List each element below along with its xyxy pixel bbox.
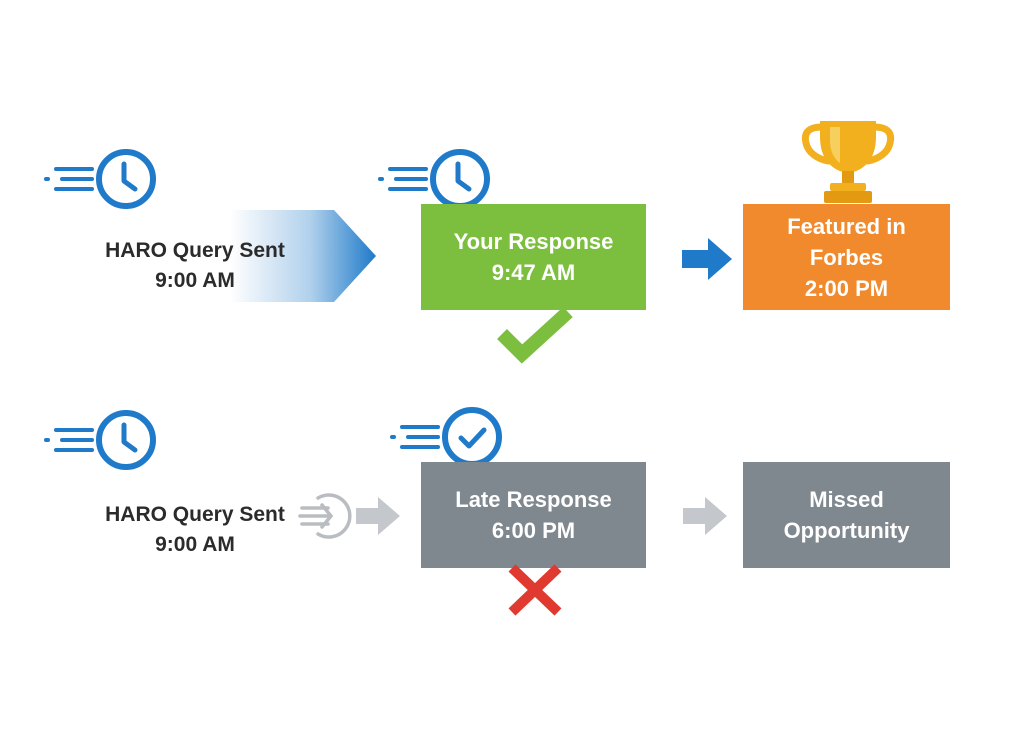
featured-text-line1: Featured in xyxy=(787,213,906,239)
fast-clock-icon xyxy=(44,410,156,470)
check-clock-icon xyxy=(390,407,502,467)
x-mark-icon xyxy=(508,564,562,616)
featured-result-box: Featured in Forbes 2:00 PM xyxy=(743,204,950,310)
missed-text-line2: Opportunity xyxy=(783,518,910,543)
featured-text-line2: Forbes xyxy=(809,244,884,270)
query-sent-label-bottom: HARO Query Sent 9:00 AM xyxy=(70,500,320,560)
query-sent-text: HARO Query Sent xyxy=(105,503,285,526)
right-arrow-icon xyxy=(356,497,400,535)
query-sent-time: 9:00 AM xyxy=(155,533,235,556)
missed-text-line1: Missed xyxy=(809,487,884,512)
late-response-time: 6:00 PM xyxy=(491,518,576,543)
late-response-text: Late Response xyxy=(455,487,612,512)
query-sent-time: 9:00 AM xyxy=(155,269,235,292)
your-response-time: 9:47 AM xyxy=(491,260,576,285)
missed-opportunity-box: Missed Opportunity xyxy=(743,462,950,568)
your-response-text: Your Response xyxy=(453,229,614,254)
right-arrow-icon xyxy=(682,238,732,280)
fast-clock-icon xyxy=(378,149,490,209)
your-response-box: Your Response 9:47 AM xyxy=(421,204,646,310)
fast-clock-icon xyxy=(44,149,156,209)
circle-arrow-icon xyxy=(298,493,352,539)
featured-time: 2:00 PM xyxy=(804,275,889,301)
right-arrow-icon xyxy=(683,497,727,535)
late-response-box: Late Response 6:00 PM xyxy=(421,462,646,568)
query-sent-text: HARO Query Sent xyxy=(105,239,285,262)
query-sent-label-top: HARO Query Sent 9:00 AM xyxy=(70,236,320,296)
gradient-arrow xyxy=(230,210,376,302)
checkmark-icon xyxy=(497,306,573,364)
trophy-icon xyxy=(801,121,895,203)
